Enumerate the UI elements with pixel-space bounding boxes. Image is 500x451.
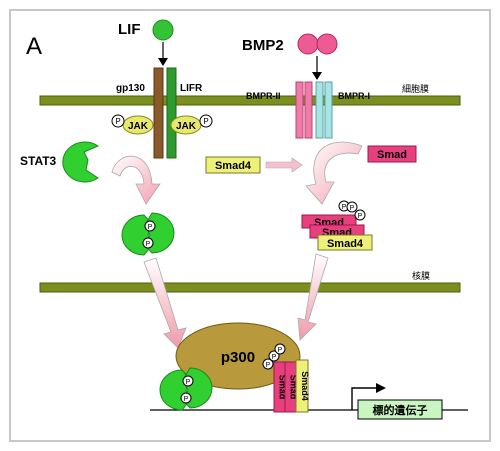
nuclear-smad-phospho-1	[262, 358, 274, 370]
nuclear-smad4	[295, 359, 309, 413]
lif-label: LIF	[118, 21, 141, 38]
smad4-complex-label: Smad4	[327, 238, 364, 250]
lif-ligand	[152, 19, 174, 41]
jak-right-phospho	[199, 114, 213, 128]
bmp2-ligand-left	[297, 33, 319, 55]
smad4-to-complex-arrow	[265, 157, 303, 173]
cell-membrane-label: 細胞膜	[402, 83, 429, 94]
nuclear-smad-phospho-2-label: P	[272, 354, 277, 361]
smad-phosphorylation-arrow	[305, 141, 363, 205]
smad4-cytoplasm	[205, 156, 261, 174]
stat3-monomer	[62, 141, 100, 183]
nuclear-smad-phospho-1-label: P	[266, 362, 271, 369]
nuclear-stat3-phospho-top	[182, 375, 194, 387]
nuclear-smad-phospho-3	[274, 343, 286, 355]
nuclear-membrane-label: 核膜	[412, 270, 430, 281]
stat3-dimer-phospho-bottom-label: P	[146, 241, 151, 248]
stat3-phosphorylation-arrow	[111, 155, 161, 205]
stat3-dimer-phospho-top-label: P	[148, 224, 153, 231]
nuclear-membrane	[39, 282, 461, 293]
nuclear-stat3-phospho-bottom	[180, 392, 192, 404]
jak-left-label: JAK	[128, 121, 149, 132]
jak-left-phospho-label: P	[115, 117, 120, 126]
jak-left-phospho	[111, 114, 125, 128]
nuclear-smad-a-label: Smad	[278, 375, 288, 400]
cell-membrane	[39, 95, 461, 106]
bmpr1-receptor-a	[315, 81, 324, 139]
panel-letter: A	[26, 33, 42, 60]
smad-phospho-3	[354, 209, 366, 221]
target-gene-label: 標的遺伝子	[373, 403, 428, 417]
jak-right-phospho-label: P	[203, 117, 208, 126]
smad-phospho-2	[346, 201, 358, 213]
bmpr1-receptor-b	[324, 81, 333, 139]
bmpr2-label: BMPR-II	[246, 91, 281, 101]
bmpr2-receptor-b	[304, 81, 313, 139]
stat3-dimer-phospho-bottom	[142, 237, 154, 249]
gp130-receptor	[153, 67, 164, 159]
gp130-label: gp130	[116, 83, 145, 94]
smad-phospho-2-label: P	[350, 205, 355, 212]
lifr-label: LIFR	[180, 83, 203, 94]
jak-right-label: JAK	[176, 121, 197, 132]
target-gene-box	[357, 399, 443, 420]
bmpr1-label: BMPR-I	[338, 91, 370, 101]
nuclear-smad-phospho-3-label: P	[278, 347, 283, 354]
nuclear-stat3-phospho-bottom-label: P	[184, 396, 189, 403]
transcription-start-arrowhead	[376, 383, 386, 393]
smad4-cytoplasm-label: Smad4	[215, 160, 252, 172]
bmp2-ligand-right	[316, 33, 338, 55]
smad-cytoplasm-label: Smad	[377, 149, 407, 161]
stat3-nuclear-arrow	[143, 257, 187, 349]
nuclear-smad-phospho-2	[268, 350, 280, 362]
lifr-receptor	[166, 67, 177, 159]
bmp2-label: BMP2	[242, 37, 284, 54]
nuclear-stat3-phospho-top-label: P	[186, 379, 191, 386]
p300-label: p300	[221, 349, 255, 366]
smad-phospho-3-label: P	[358, 213, 363, 220]
smad4-complex	[317, 234, 373, 251]
p300	[175, 322, 301, 390]
smad-phospho-1-label: P	[342, 204, 347, 211]
lif-arrowhead	[158, 58, 168, 66]
bmpr2-receptor-a	[295, 81, 304, 139]
nuclear-smad4-label: Smad4	[300, 371, 310, 401]
bmp2-arrowhead	[312, 72, 322, 80]
smad-nuclear-arrow	[297, 253, 329, 341]
nuclear-smad-b-label: Smad	[289, 375, 299, 400]
smad-cytoplasm	[367, 145, 417, 163]
stat3-label: STAT3	[20, 154, 57, 168]
transcription-start-arrow	[351, 387, 378, 410]
stat3-dimer-phospho-top	[144, 220, 156, 232]
